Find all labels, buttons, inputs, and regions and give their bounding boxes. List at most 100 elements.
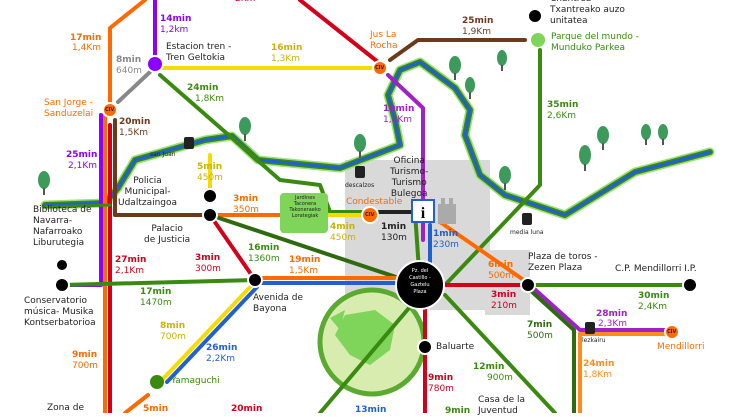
segment-12-dist: 900m	[487, 373, 513, 383]
station-palacio[interactable]: Palacio de Justicia	[144, 224, 191, 245]
segment-25-time: 25min	[462, 16, 494, 26]
cathedral-icon	[438, 198, 456, 224]
segment-27-dist: 2,1Km	[115, 266, 144, 276]
segment-1b-dist: 230m	[433, 240, 459, 250]
station-conservatorio[interactable]: Conservatorio música- Musika Kontserbato…	[24, 296, 96, 328]
station-mendillorri-cp[interactable]: C.P. Mendillorri I.P.	[615, 264, 697, 274]
segment-9a-time: 9min	[72, 350, 98, 360]
segment-20b-time: 20min	[231, 404, 263, 414]
segment-28-time: 28min	[596, 309, 628, 319]
river-icon	[40, 57, 715, 220]
segment-3b-time: 3min	[195, 253, 221, 263]
station-zona-de[interactable]: Zona de	[47, 403, 85, 413]
segment-1a-dist: 130m	[381, 233, 407, 243]
segment-5b-time: 5min	[143, 404, 169, 414]
segment-16-dist: 1,3Km	[271, 54, 300, 64]
segment-35-time: 35min	[547, 100, 579, 110]
segment-9c-time: 9min	[445, 406, 471, 416]
segment-9a-dist: 700m	[72, 361, 98, 371]
segment-26-dist: 2,2Km	[206, 354, 235, 364]
station-baluarte[interactable]: Baluarte	[436, 342, 475, 352]
segment-19b-time: 19min	[289, 255, 321, 265]
segment-6-time: 6min	[488, 260, 514, 270]
jardines-taconera-icon	[280, 193, 328, 233]
park-station-icon	[531, 33, 545, 47]
segment-1b-time: 1min	[433, 229, 459, 239]
segment-24b-time: 24min	[583, 359, 615, 369]
segment-top-red-dist: 2Km	[235, 0, 255, 4]
segment-30-dist: 2,4Km	[638, 302, 667, 312]
segment-35-dist: 2,6Km	[547, 111, 576, 121]
segment-16b-time: 16min	[248, 243, 280, 253]
station-mendillorri[interactable]: Mendillorri	[657, 342, 705, 352]
station-casa-juventud[interactable]: Casa de la Juventud	[478, 395, 525, 416]
segment-24a-dist: 1,8Km	[195, 94, 224, 104]
svg-text:i: i	[421, 205, 426, 222]
yamaguchi-park-icon	[150, 375, 164, 389]
segment-30-time: 30min	[638, 291, 670, 301]
station-jus-la-rocha[interactable]: Jus La Rocha	[370, 30, 398, 51]
segment-8-time: 8min	[116, 55, 142, 65]
segment-19a-time: 19min	[383, 104, 415, 114]
station-san-jorge[interactable]: San Jorge - Sanduzelai	[44, 98, 94, 119]
train-station-icon	[146, 55, 164, 73]
segment-13-time: 13min	[355, 405, 387, 415]
station-yamaguchi[interactable]: Yamaguchi	[171, 376, 220, 386]
info-icon: i	[411, 199, 435, 223]
segment-14-dist: 1,2km	[160, 25, 189, 35]
segment-16b-dist: 1360m	[248, 254, 280, 264]
station-policia[interactable]: Policia Municipal- Udaltzaingoa	[118, 176, 178, 208]
segment-3c-dist: 210m	[491, 301, 517, 311]
parking-label-san-juan: san Juan	[150, 151, 176, 158]
segment-3a-time: 3min	[233, 194, 259, 204]
parking-label-lezkairu: lezkairu	[582, 337, 606, 344]
segment-3b-dist: 300m	[195, 264, 221, 274]
jardines-label: Jardines Taconera Takoneraeko Lorategiak	[289, 195, 321, 219]
station-biblioteca[interactable]: Biblioteca de Navarra- Nafarroako Liburu…	[33, 205, 92, 248]
civ-icon-mendillorri: CIV	[667, 329, 677, 335]
segment-5a-time: 5min	[197, 162, 223, 172]
segment-9b-time: 9min	[428, 373, 454, 383]
plaza-castillo-label: Pz. del Castillo - Gaztelu Plaza	[409, 268, 431, 295]
station-dots	[54, 8, 698, 355]
civ-icon-san-jorge: CIV	[105, 107, 115, 113]
segment-20a-dist: 1,5Km	[119, 128, 148, 138]
segment-8b-dist: 700m	[160, 332, 186, 342]
segment-24a-time: 24min	[187, 83, 219, 93]
station-avenida-bayona[interactable]: Avenida de Bayona	[253, 293, 304, 314]
parking-label-media-luna: media luna	[510, 229, 544, 236]
civ-icon-condestable: CIV	[365, 212, 375, 218]
station-chantrea[interactable]: Chantrea - Txantreako auzo unitatea	[550, 0, 625, 26]
segment-19a-dist: 1,4Km	[383, 115, 412, 125]
segment-9b-dist: 780m	[428, 384, 454, 394]
segment-8-dist: 640m	[116, 66, 142, 76]
segment-16-time: 16min	[271, 43, 303, 53]
segment-17-time: 17min	[70, 33, 102, 43]
segment-24b-dist: 1,8Km	[583, 370, 612, 380]
segment-17-dist: 1,4Km	[72, 43, 101, 53]
segment-4-dist: 450m	[330, 233, 356, 243]
segment-28-dist: 2,3Km	[598, 319, 627, 329]
segment-14-time: 14min	[160, 14, 192, 24]
segment-17b-dist: 1470m	[140, 298, 172, 308]
segment-25b-time: 25min	[66, 150, 98, 160]
station-oficina-turismo[interactable]: Oficina Turismo- Turismo Bulegoa	[390, 156, 429, 199]
segment-3a-dist: 350m	[233, 205, 259, 215]
segment-7-dist: 500m	[527, 331, 553, 341]
segment-25-dist: 1,9Km	[462, 27, 491, 37]
segment-17b-time: 17min	[140, 287, 172, 297]
segment-27-time: 27min	[115, 255, 147, 265]
parking-label-descalzos: descalzos	[345, 182, 375, 189]
segment-25b-dist: 2,1Km	[68, 161, 97, 171]
station-condestable[interactable]: Condestable	[346, 197, 403, 207]
station-plaza-toros[interactable]: Plaza de toros - Zezen Plaza	[528, 252, 598, 273]
segment-6-dist: 500m	[488, 271, 514, 281]
segment-3c-time: 3min	[491, 290, 517, 300]
segment-12-time: 12min	[473, 362, 505, 372]
station-estacion-tren[interactable]: Estacion tren - Tren Geltokia	[166, 42, 232, 63]
civ-icons	[102, 60, 680, 340]
segment-8b-time: 8min	[160, 321, 186, 331]
station-parque-mundo[interactable]: Parque del mundo - Munduko Parkea	[551, 32, 640, 53]
